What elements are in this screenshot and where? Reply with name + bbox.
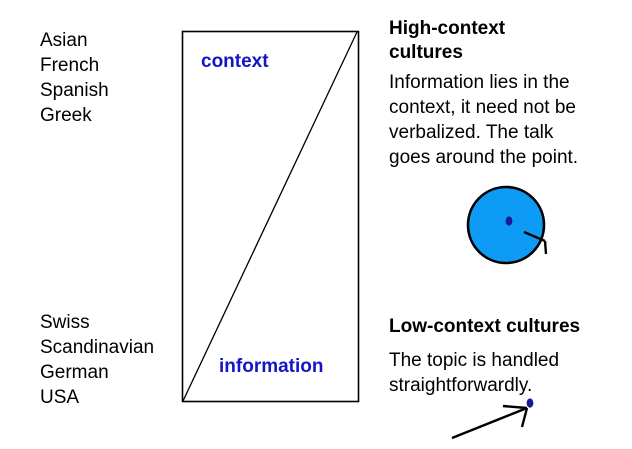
straight-arrow-head-icon	[502, 404, 529, 428]
high-context-heading: High-context cultures	[389, 18, 506, 63]
center-point-dot-icon	[505, 216, 513, 226]
spiral-arrow-shaft-icon	[523, 230, 546, 243]
straight-arrow-shaft-icon	[451, 406, 528, 440]
box-label-information: information	[219, 356, 324, 377]
high-context-description: Information lies in the context, it need…	[389, 72, 579, 168]
low-context-culture-list: Swiss Scandinavian German USA	[40, 312, 155, 408]
low-context-heading: Low-context cultures	[389, 316, 581, 337]
spiral-arrow-tail-icon	[543, 240, 548, 255]
high-context-culture-list: Asian French Spanish Greek	[40, 30, 109, 126]
low-context-description: The topic is handled straightforwardly.	[389, 350, 560, 396]
box-label-context: context	[201, 51, 269, 72]
circle-icon	[466, 185, 546, 265]
context-information-diagonal	[182, 31, 358, 402]
target-point-dot-icon	[526, 398, 534, 408]
